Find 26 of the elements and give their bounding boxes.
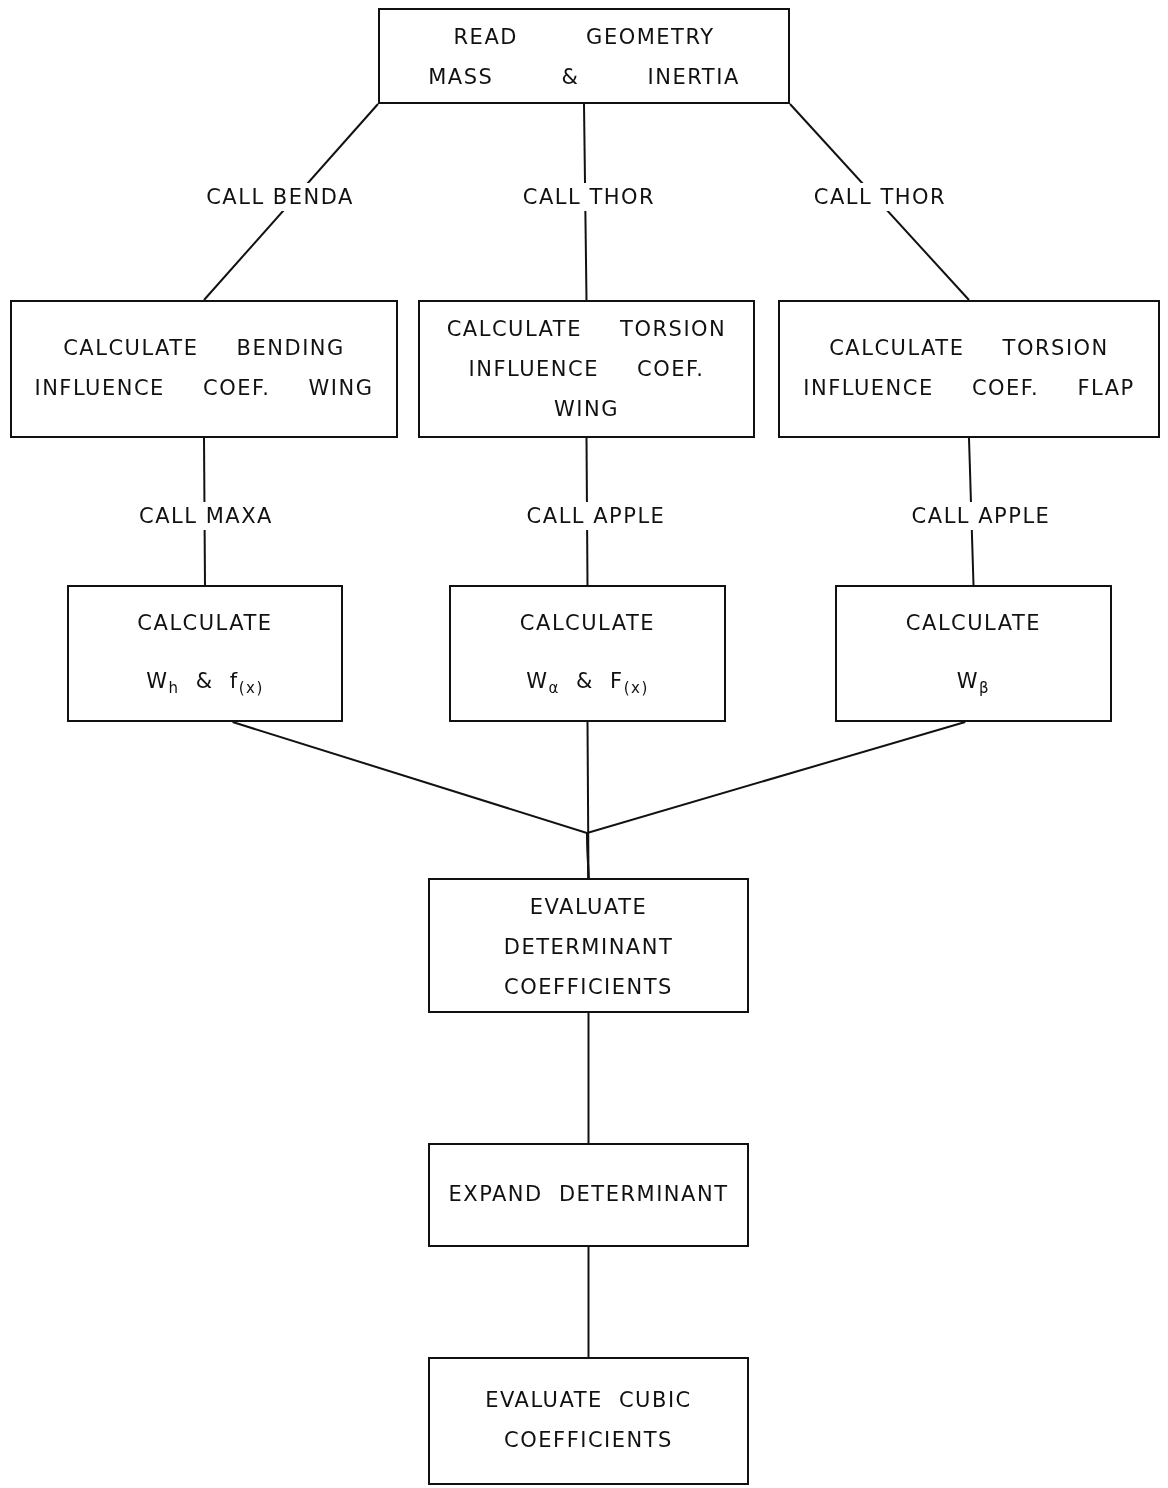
process-box	[10, 300, 398, 438]
connector-line	[587, 1246, 590, 1358]
process-box	[449, 585, 726, 722]
box-text: W$_{α}$ & F$_{(x)}$	[526, 668, 649, 700]
process-box	[67, 585, 343, 722]
process-box	[418, 300, 755, 438]
connector-line	[587, 1012, 590, 1144]
box-text: CALCULATE	[905, 610, 1042, 638]
box-text: CALCULATE BENDING INFLUENCE COEF. WING	[33, 335, 375, 402]
box-text: EVALUATE DETERMINANT COEFFICIENTS	[502, 894, 675, 1001]
box-text: EVALUATE CUBIC COEFFICIENTS	[484, 1387, 693, 1454]
box-text: CALCULATE	[137, 610, 273, 638]
box-text: CALCULATE TORSION INFLUENCE COEF. FLAP	[802, 335, 1136, 402]
box-text: W$_{β}$	[956, 668, 991, 700]
process-box	[428, 1143, 749, 1247]
box-text: W$_{h}$ & f$_{(x)}$	[146, 668, 264, 700]
process-box	[378, 8, 790, 104]
connector-line	[585, 721, 967, 879]
process-box	[778, 300, 1160, 438]
box-text: EXPAND DETERMINANT	[448, 1181, 729, 1209]
process-box	[428, 1357, 749, 1485]
process-box	[835, 585, 1112, 722]
process-box	[428, 878, 749, 1013]
box-text: CALCULATE TORSION INFLUENCE COEF. WING	[445, 316, 728, 423]
box-text: CALCULATE	[519, 610, 656, 638]
box-text: READ GEOMETRY MASS & INERTIA	[427, 24, 741, 91]
